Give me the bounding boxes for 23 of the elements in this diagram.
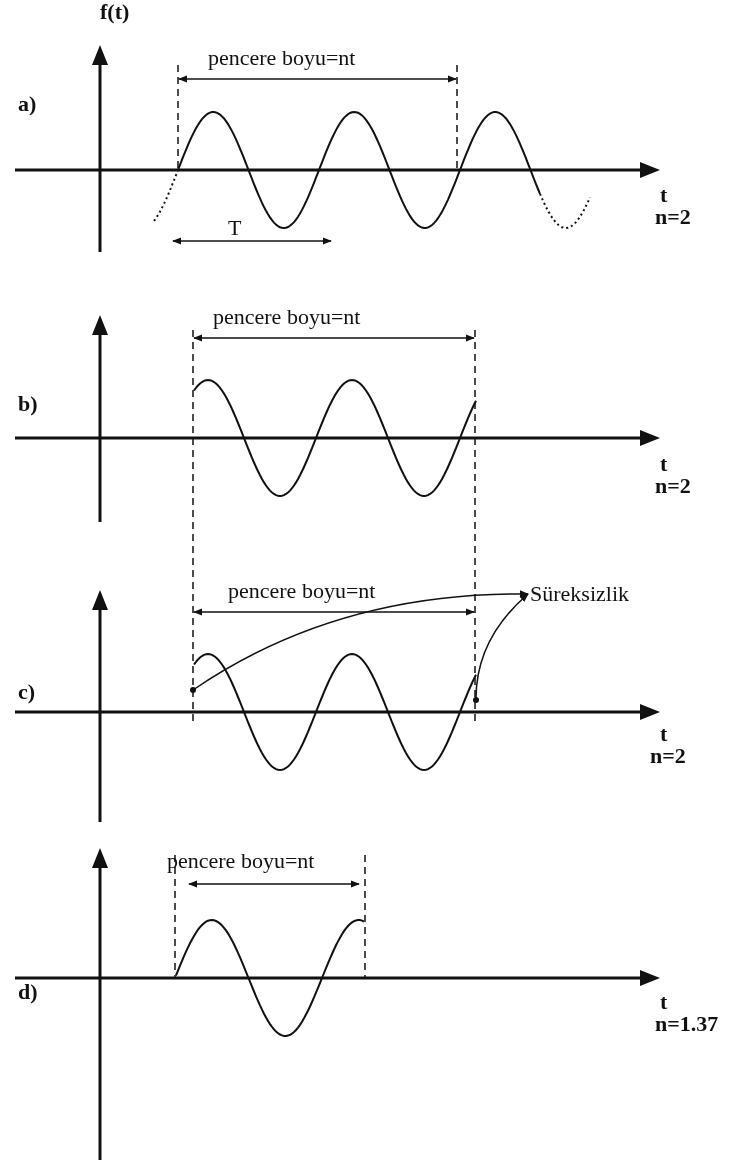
axis-label: t (660, 722, 668, 747)
parameter-label: n=2 (650, 744, 686, 769)
parameter-label: n=2 (655, 205, 691, 230)
panel-label: d) (18, 980, 38, 1005)
panel-label: c) (18, 680, 36, 705)
parameter-label: n=1.37 (655, 1012, 719, 1037)
parameter-label: n=2 (655, 474, 691, 499)
leader-arrow (475, 593, 529, 701)
panel-label: b) (18, 392, 38, 417)
dimension-label: pencere boyu=nt (167, 849, 315, 874)
dimension-label: pencere boyu=nt (213, 305, 361, 330)
panel-label: a) (18, 92, 37, 117)
discontinuity-point (473, 697, 479, 703)
leader-arrow (192, 590, 529, 691)
axis-label: t (660, 183, 668, 208)
dimension-label: pencere boyu=nt (208, 46, 356, 71)
discontinuity-point (190, 687, 196, 693)
annotation-label: Süreksizlik (530, 582, 629, 607)
dimension-label: pencere boyu=nt (228, 579, 376, 604)
axis-label: f(t) (100, 0, 130, 25)
axis-label: t (660, 990, 668, 1015)
dimension-label: T (228, 216, 242, 241)
axis-label: t (660, 452, 668, 477)
